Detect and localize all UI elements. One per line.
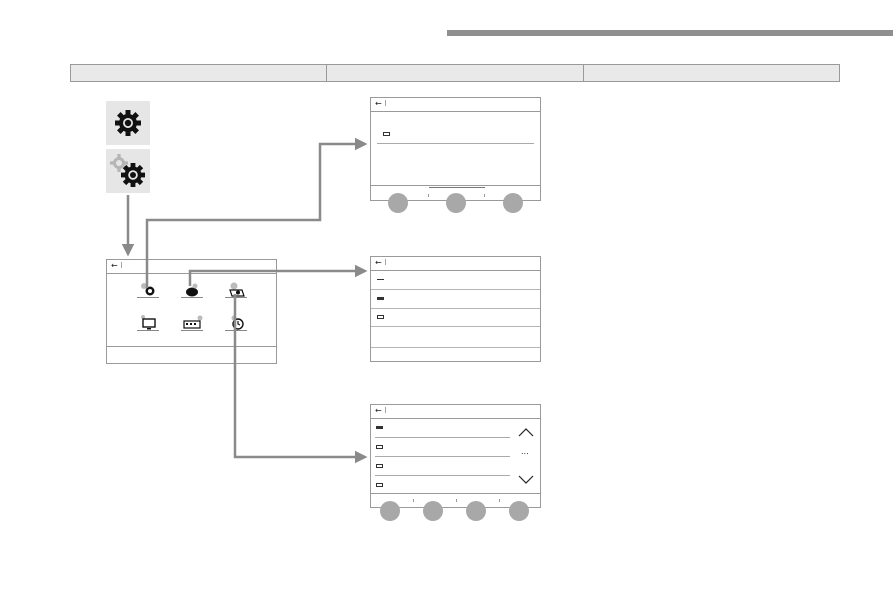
menu-dots-icon[interactable]: ⁝: [384, 99, 387, 108]
menu-item-underline: [137, 297, 159, 298]
palette-icon[interactable]: [181, 280, 205, 300]
chevron-down-icon[interactable]: [518, 475, 534, 485]
settings-tile[interactable]: [106, 101, 150, 145]
gear-small-icon[interactable]: [137, 280, 161, 300]
arrow-to-screen-a: [145, 137, 368, 288]
divider: [375, 456, 510, 457]
list-item[interactable]: [371, 270, 540, 290]
screen-c-titlebar: ← ⁝: [371, 405, 540, 419]
column-header-2: [327, 65, 584, 81]
list-item[interactable]: [371, 326, 540, 348]
arrow-to-screen-b: [188, 264, 368, 286]
footer-tick: [428, 194, 429, 197]
monitor-icon[interactable]: [137, 313, 161, 333]
advanced-settings-tile[interactable]: [106, 149, 150, 193]
screen-c-button-3[interactable]: [466, 501, 486, 521]
item-marker: [376, 464, 383, 468]
screen-a: ← ⁝: [370, 97, 541, 201]
option-chip[interactable]: [383, 132, 390, 136]
column-header-1: [71, 65, 328, 81]
list-item[interactable]: [371, 308, 540, 327]
list-item[interactable]: [371, 289, 540, 309]
screen-a-titlebar: ← ⁝: [371, 98, 540, 112]
item-marker: [376, 426, 383, 429]
screen-c-button-1[interactable]: [380, 501, 400, 521]
item-marker: [377, 315, 384, 319]
footer-tick: [456, 499, 457, 502]
menu-dots-icon[interactable]: ⁝: [384, 258, 387, 267]
menu-dots-icon[interactable]: ⁝: [120, 261, 123, 270]
progress-line: [429, 187, 485, 188]
globe-icon[interactable]: [225, 280, 249, 300]
screen-a-button-3[interactable]: [503, 193, 523, 213]
item-marker: [376, 483, 383, 487]
screen-c-button-4[interactable]: [509, 501, 529, 521]
column-header-row: [70, 64, 840, 82]
page-indicator: ...: [521, 447, 529, 456]
screen-a-button-2[interactable]: [446, 193, 466, 213]
footer-tick: [413, 499, 414, 502]
item-marker: [377, 297, 384, 300]
arrow-to-screen-c: [233, 294, 368, 464]
footer-tick: [484, 194, 485, 197]
menu-dots-icon[interactable]: ⁝: [384, 406, 387, 415]
screen-b: ← ⁝: [370, 256, 541, 362]
menu-item-underline: [181, 297, 203, 298]
screen-c: ← ⁝ ...: [370, 404, 541, 508]
back-arrow-icon[interactable]: ←: [375, 99, 382, 108]
main-menu-titlebar: ← ⁝: [107, 260, 276, 274]
back-arrow-icon[interactable]: ←: [111, 261, 118, 270]
gear-icon: [115, 110, 141, 136]
menu-item-underline: [181, 330, 203, 331]
item-marker: [376, 445, 383, 449]
screen-a-footer: [371, 185, 540, 200]
screen-b-titlebar: ← ⁝: [371, 257, 540, 271]
main-menu-footer: [107, 346, 276, 363]
keyboard-icon[interactable]: [181, 313, 205, 333]
item-marker: [377, 279, 384, 280]
screen-c-button-2[interactable]: [423, 501, 443, 521]
divider: [377, 143, 534, 144]
divider: [375, 475, 510, 476]
double-gear-icon: [110, 154, 145, 187]
menu-item-underline: [137, 330, 159, 331]
top-rule: [447, 30, 893, 36]
screen-c-footer: [371, 493, 540, 507]
divider: [375, 437, 510, 438]
back-arrow-icon[interactable]: ←: [375, 406, 382, 415]
footer-tick: [499, 499, 500, 502]
chevron-up-icon[interactable]: [518, 427, 534, 437]
back-arrow-icon[interactable]: ←: [375, 258, 382, 267]
main-menu-screen: ← ⁝: [106, 259, 277, 364]
screen-a-button-1[interactable]: [388, 193, 408, 213]
